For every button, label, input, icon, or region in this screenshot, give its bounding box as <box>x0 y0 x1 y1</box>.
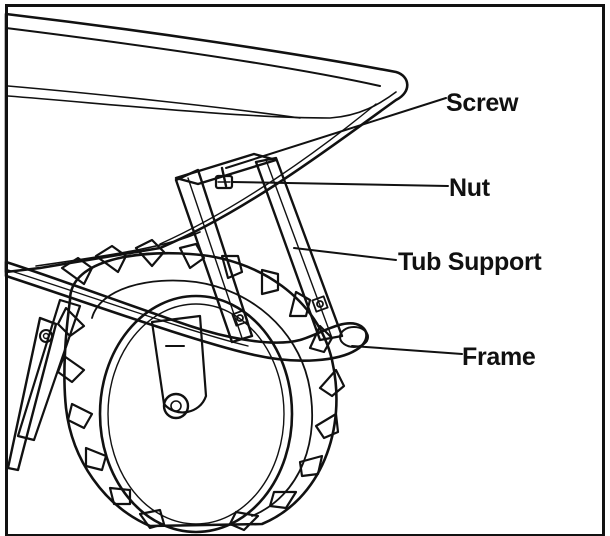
frame-tube-outline <box>4 260 368 362</box>
tire-inner-shoulder <box>91 279 314 517</box>
wheel-rim <box>98 294 294 534</box>
leader-nut <box>231 181 449 187</box>
leg-assembly <box>6 298 82 472</box>
tub-rim-line-2 <box>7 85 301 119</box>
tub-side-crease <box>159 103 377 245</box>
wheel-rim-inner <box>107 303 285 525</box>
tub-support <box>174 152 344 344</box>
tub-underside <box>35 231 201 267</box>
tub-support-bolt-left <box>231 309 249 327</box>
tub-support-crossbar <box>174 152 278 186</box>
leg-bolt-core <box>42 332 50 340</box>
axle-nut-core <box>170 400 182 412</box>
tub-support-edge <box>187 177 243 339</box>
axle-bracket <box>150 314 208 420</box>
tub-support-bolt-right <box>311 295 329 313</box>
label-screw: Screw <box>446 89 519 117</box>
frame-tube-end <box>339 326 369 348</box>
label-nut: Nut <box>449 174 491 202</box>
leg-brace <box>16 298 82 442</box>
leg-tube <box>6 316 58 472</box>
tub-rim-line <box>5 27 381 87</box>
leader-screw <box>225 97 447 169</box>
label-tub-support: Tub Support <box>398 248 542 276</box>
frame-tube-shade <box>7 269 249 347</box>
tub-body <box>4 12 409 274</box>
wheel <box>56 238 346 534</box>
leader-frame <box>351 345 463 355</box>
tire-outline <box>63 252 338 528</box>
leader-tub-support <box>293 247 397 261</box>
leg-bolt <box>39 329 53 343</box>
axle-nut <box>162 392 190 420</box>
leader-lines <box>225 97 463 355</box>
label-frame: Frame <box>462 343 536 371</box>
tub <box>4 12 409 274</box>
frame-tube <box>4 260 369 362</box>
axle-bracket-plate <box>150 314 208 414</box>
